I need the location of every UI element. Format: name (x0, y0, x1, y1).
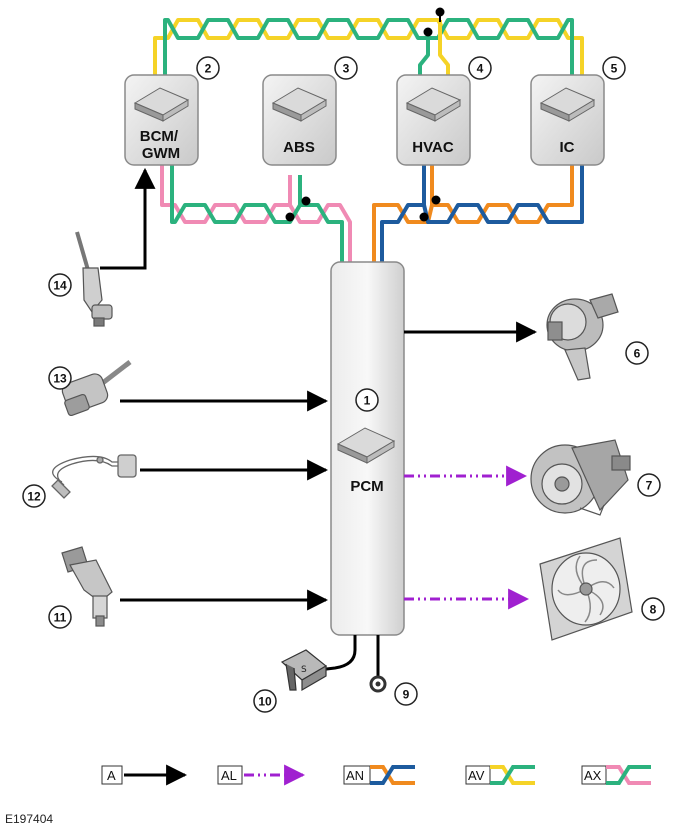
sensor-component-11 (61, 546, 113, 627)
pump-component-6 (546, 293, 619, 381)
svg-text:12: 12 (27, 490, 41, 504)
callout-6: 6 (625, 341, 649, 365)
sensor-component-12 (51, 454, 137, 499)
callout-7: 7 (637, 473, 661, 497)
svg-text:AV: AV (468, 768, 485, 783)
sensor-component-14 (75, 231, 113, 327)
svg-text:1: 1 (364, 394, 371, 408)
svg-text:AL: AL (221, 768, 237, 783)
callout-10: 10 (253, 689, 277, 713)
svg-text:10: 10 (258, 695, 272, 709)
svg-text:3: 3 (343, 62, 350, 76)
line-pcm-to-fuse (317, 635, 357, 672)
svg-text:4: 4 (477, 62, 484, 76)
legend-item-ax: AX (581, 765, 651, 785)
chip-icon (336, 427, 396, 464)
svg-text:8: 8 (650, 603, 657, 617)
svg-text:5: 5 (611, 62, 618, 76)
svg-text:2: 2 (205, 62, 212, 76)
splice-dot (423, 27, 433, 37)
chip-icon (539, 87, 596, 122)
callout-2: 2 (196, 56, 220, 80)
fuse-component-10: S (280, 649, 328, 692)
bus-wire-orange (372, 165, 574, 270)
can-bus-av-top (153, 18, 584, 78)
hvac-module: HVAC (396, 74, 471, 166)
ic-module: IC (530, 74, 605, 166)
legend-item-av: AV (465, 765, 535, 785)
bcm-label: BCM/ GWM (140, 128, 183, 162)
callout-13: 13 (48, 366, 72, 390)
serial-lines (404, 465, 530, 610)
legend-item-al: AL (217, 764, 306, 786)
callout-numbers: 1 2 3 4 5 6 7 8 9 10 11 12 13 14 (22, 56, 665, 713)
callout-14: 14 (48, 273, 72, 297)
svg-text:AX: AX (584, 768, 602, 783)
bus-wire-blue (380, 165, 584, 270)
bcm-gwm-module: BCM/ GWM (124, 74, 199, 166)
svg-text:S: S (301, 665, 307, 675)
ic-label: IC (560, 139, 575, 156)
callout-11: 11 (48, 605, 72, 629)
legend-item-a: A (101, 764, 188, 786)
svg-text:AN: AN (346, 768, 364, 783)
legend: A AL AN AV AX (101, 764, 651, 786)
svg-text:13: 13 (53, 372, 67, 386)
pcm-module: PCM (330, 261, 405, 636)
line-14-to-bcm (100, 167, 156, 270)
svg-text:A: A (107, 768, 116, 783)
hvac-label: HVAC (412, 139, 454, 156)
callout-4: 4 (468, 56, 492, 80)
bus-wire-pink (160, 165, 352, 270)
sensor-component-13 (61, 360, 132, 417)
chip-icon (405, 87, 462, 122)
can-bus-ax (160, 165, 352, 270)
splice-dot (419, 212, 429, 222)
svg-text:11: 11 (54, 611, 67, 625)
splice-dot (301, 196, 311, 206)
splice-dot (285, 212, 295, 222)
pcm-label: PCM (350, 478, 383, 495)
chip-icon (271, 87, 328, 122)
compressor-component-7 (530, 439, 631, 516)
bus-drop-yellow-hvac (438, 20, 450, 78)
bus-wire-green (163, 18, 574, 75)
fan-component-8 (539, 537, 633, 641)
svg-text:14: 14 (53, 279, 67, 293)
bus-wire-yellow (153, 18, 584, 75)
abs-label: ABS (283, 139, 315, 156)
bus-drop-green-hvac (418, 32, 430, 78)
chip-icon (133, 87, 190, 122)
ground-ring-component-9 (369, 675, 387, 693)
figure-reference: E197404 (5, 812, 54, 826)
callout-1: 1 (355, 388, 379, 412)
legend-item-an: AN (343, 765, 415, 785)
abs-module: ABS (262, 74, 337, 166)
can-bus-an (372, 165, 584, 270)
splice-dot (431, 195, 441, 205)
callout-8: 8 (641, 597, 665, 621)
svg-text:6: 6 (634, 347, 641, 361)
bus-wire-green (170, 165, 344, 270)
callout-3: 3 (334, 56, 358, 80)
svg-text:9: 9 (403, 688, 410, 702)
hardwired-lines (100, 167, 538, 678)
svg-text:7: 7 (646, 479, 653, 493)
callout-5: 5 (602, 56, 626, 80)
callout-9: 9 (394, 682, 418, 706)
callout-12: 12 (22, 484, 46, 508)
